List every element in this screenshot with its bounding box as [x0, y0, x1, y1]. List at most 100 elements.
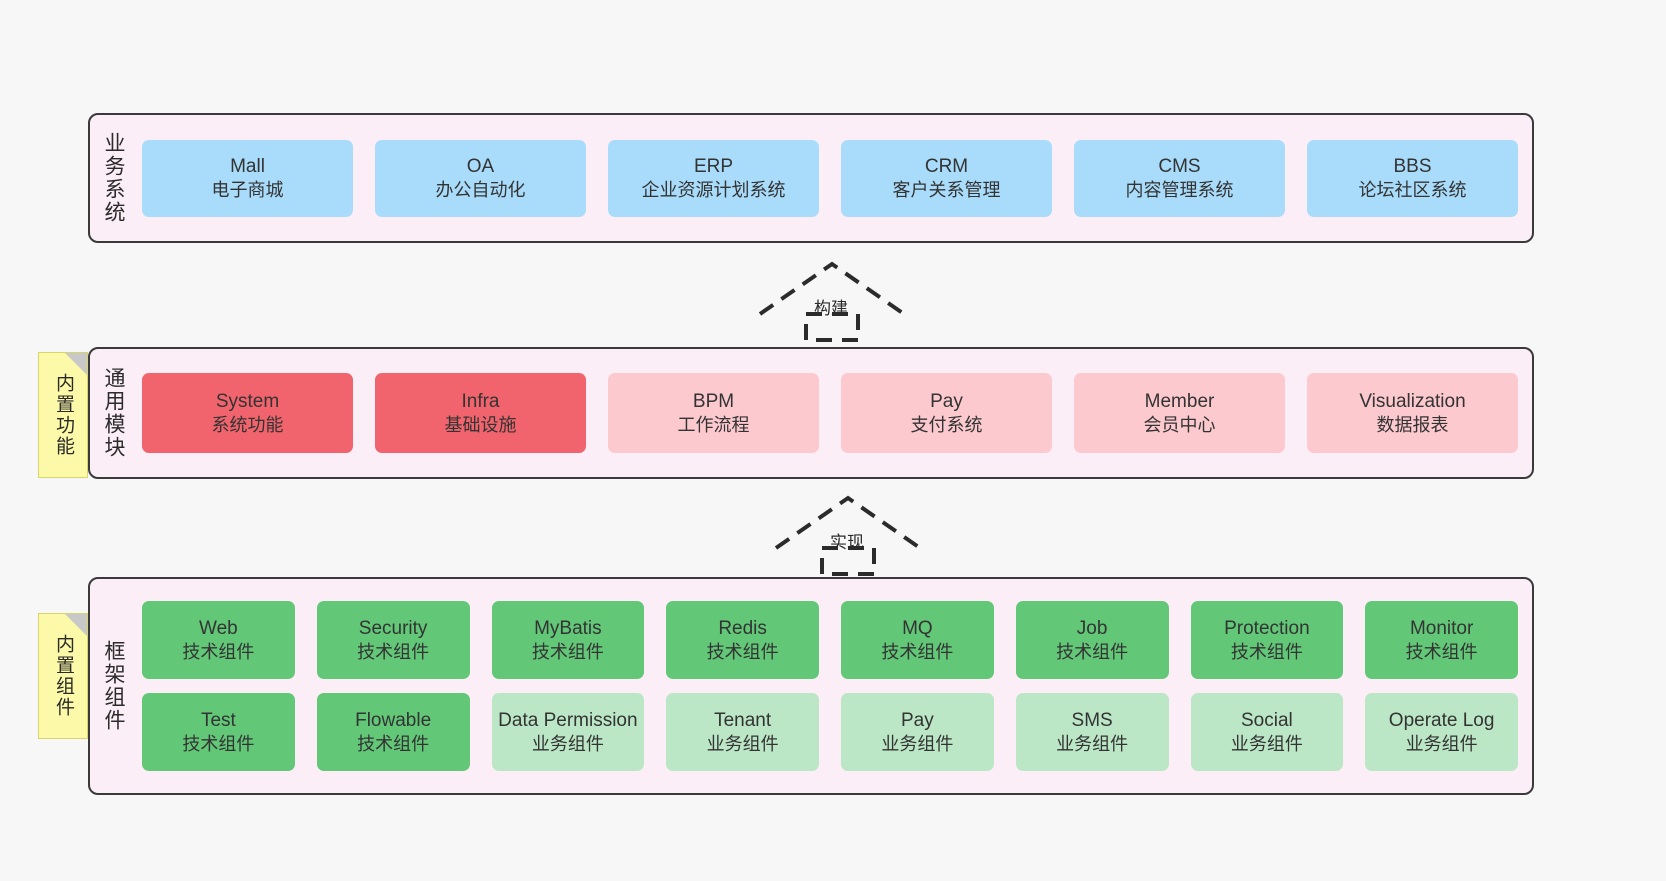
card-title: ERP: [693, 155, 734, 177]
card-protection[interactable]: Protection 技术组件: [1190, 601, 1344, 679]
card-title: Redis: [718, 617, 767, 639]
card-title: OA: [466, 155, 495, 177]
card-social[interactable]: Social 业务组件: [1190, 693, 1344, 771]
card-subtitle: 技术组件: [881, 641, 954, 662]
card-subtitle: 支付系统: [910, 414, 983, 435]
card-subtitle: 系统功能: [211, 414, 284, 435]
section-body-business-system: Mall 电子商城 OA 办公自动化 ERP 企业资源计划系统 CRM 客户关系…: [136, 115, 1532, 241]
section-label-framework-components: 框架组件: [102, 640, 126, 732]
card-subtitle: 业务组件: [1405, 733, 1478, 754]
section-label-common-modules: 通用模块: [102, 367, 126, 459]
note-label: 内置组件: [52, 634, 74, 718]
card-row: Test 技术组件 Flowable 技术组件 Data Permission …: [142, 693, 1518, 771]
card-title: Mall: [230, 155, 265, 177]
generalization-arrow-icon: [774, 495, 922, 576]
card-subtitle: 会员中心: [1143, 414, 1216, 435]
card-title: BBS: [1393, 155, 1432, 177]
card-subtitle: 业务组件: [531, 733, 604, 754]
card-infra[interactable]: Infra 基础设施: [375, 373, 586, 453]
card-redis[interactable]: Redis 技术组件: [666, 601, 819, 679]
card-subtitle: 技术组件: [1230, 641, 1303, 662]
card-security[interactable]: Security 技术组件: [316, 601, 470, 679]
card-mall[interactable]: Mall 电子商城: [142, 139, 353, 217]
card-title: Job: [1076, 617, 1108, 639]
card-web[interactable]: Web 技术组件: [142, 601, 295, 679]
card-row: Web 技术组件 Security 技术组件 MyBatis 技术组件 Redi…: [142, 601, 1518, 679]
card-subtitle: 论坛社区系统: [1358, 179, 1467, 200]
card-subtitle: 技术组件: [357, 733, 430, 754]
connector-label-implement: 实现: [830, 533, 864, 552]
card-sms[interactable]: SMS 业务组件: [1015, 693, 1169, 771]
section-common-modules: 通用模块 System 系统功能 Infra 基础设施 BPM 工作流程 Pay…: [88, 347, 1534, 479]
card-subtitle: 工作流程: [677, 414, 750, 435]
card-row: Mall 电子商城 OA 办公自动化 ERP 企业资源计划系统 CRM 客户关系…: [142, 139, 1518, 217]
card-title: Tenant: [714, 709, 772, 731]
section-business-system: 业务系统 Mall 电子商城 OA 办公自动化 ERP 企业资源计划系统 CRM…: [88, 113, 1534, 243]
card-title: CRM: [924, 155, 969, 177]
card-mq[interactable]: MQ 技术组件: [841, 601, 994, 679]
card-subtitle: 技术组件: [1405, 641, 1478, 662]
card-subtitle: 办公自动化: [435, 179, 526, 200]
generalization-arrow-icon: [758, 261, 906, 342]
card-mybatis[interactable]: MyBatis 技术组件: [491, 601, 645, 679]
card-erp[interactable]: ERP 企业资源计划系统: [608, 139, 819, 217]
card-pay-module[interactable]: Pay 支付系统: [841, 373, 1052, 453]
card-oa[interactable]: OA 办公自动化: [375, 139, 586, 217]
card-job[interactable]: Job 技术组件: [1015, 601, 1169, 679]
card-title: Pay: [901, 709, 934, 731]
card-cms[interactable]: CMS 内容管理系统: [1074, 139, 1285, 217]
card-subtitle: 技术组件: [531, 641, 604, 662]
card-subtitle: 业务组件: [1056, 733, 1129, 754]
card-subtitle: 技术组件: [1056, 641, 1129, 662]
section-framework-components: 框架组件 Web 技术组件 Security 技术组件 MyBatis 技术组件…: [88, 577, 1534, 795]
card-subtitle: 业务组件: [706, 733, 779, 754]
card-title: BPM: [692, 390, 735, 412]
card-system[interactable]: System 系统功能: [142, 373, 353, 453]
connector-build: 构建: [752, 258, 912, 342]
card-subtitle: 技术组件: [182, 641, 255, 662]
card-operate-log[interactable]: Operate Log 业务组件: [1365, 693, 1518, 771]
card-monitor[interactable]: Monitor 技术组件: [1365, 601, 1518, 679]
card-title: Member: [1144, 390, 1215, 412]
note-label: 内置功能: [52, 373, 74, 457]
card-title: Pay: [930, 390, 963, 412]
card-title: SMS: [1071, 709, 1113, 731]
card-flowable[interactable]: Flowable 技术组件: [316, 693, 470, 771]
card-tenant[interactable]: Tenant 业务组件: [666, 693, 819, 771]
card-title: Security: [358, 617, 428, 639]
section-label-business-system: 业务系统: [102, 132, 126, 224]
card-bbs[interactable]: BBS 论坛社区系统: [1307, 139, 1518, 217]
section-body-common-modules: System 系统功能 Infra 基础设施 BPM 工作流程 Pay 支付系统…: [136, 349, 1532, 477]
card-title: Visualization: [1359, 390, 1466, 412]
card-title: Web: [199, 617, 238, 639]
card-title: CMS: [1158, 155, 1201, 177]
card-crm[interactable]: CRM 客户关系管理: [841, 139, 1052, 217]
card-subtitle: 数据报表: [1376, 414, 1449, 435]
card-test[interactable]: Test 技术组件: [142, 693, 295, 771]
note-builtin-components: 内置组件: [38, 613, 88, 739]
card-title: Infra: [461, 390, 500, 412]
card-subtitle: 技术组件: [182, 733, 255, 754]
card-title: Social: [1241, 709, 1293, 731]
connector-label-build: 构建: [814, 299, 848, 318]
card-title: Protection: [1224, 617, 1310, 639]
card-title: Flowable: [355, 709, 432, 731]
card-visualization[interactable]: Visualization 数据报表: [1307, 373, 1518, 453]
card-title: MyBatis: [534, 617, 602, 639]
card-pay-component[interactable]: Pay 业务组件: [841, 693, 994, 771]
card-subtitle: 技术组件: [357, 641, 430, 662]
section-body-framework-components: Web 技术组件 Security 技术组件 MyBatis 技术组件 Redi…: [136, 579, 1532, 793]
card-title: MQ: [902, 617, 933, 639]
card-member[interactable]: Member 会员中心: [1074, 373, 1285, 453]
card-bpm[interactable]: BPM 工作流程: [608, 373, 819, 453]
card-subtitle: 业务组件: [881, 733, 954, 754]
card-subtitle: 基础设施: [444, 414, 517, 435]
note-builtin-features: 内置功能: [38, 352, 88, 478]
card-subtitle: 客户关系管理: [892, 179, 1001, 200]
connector-implement: 实现: [768, 492, 928, 576]
card-title: Test: [200, 709, 236, 731]
card-data-permission[interactable]: Data Permission 业务组件: [491, 693, 645, 771]
card-subtitle: 电子商城: [211, 179, 284, 200]
card-subtitle: 技术组件: [706, 641, 779, 662]
